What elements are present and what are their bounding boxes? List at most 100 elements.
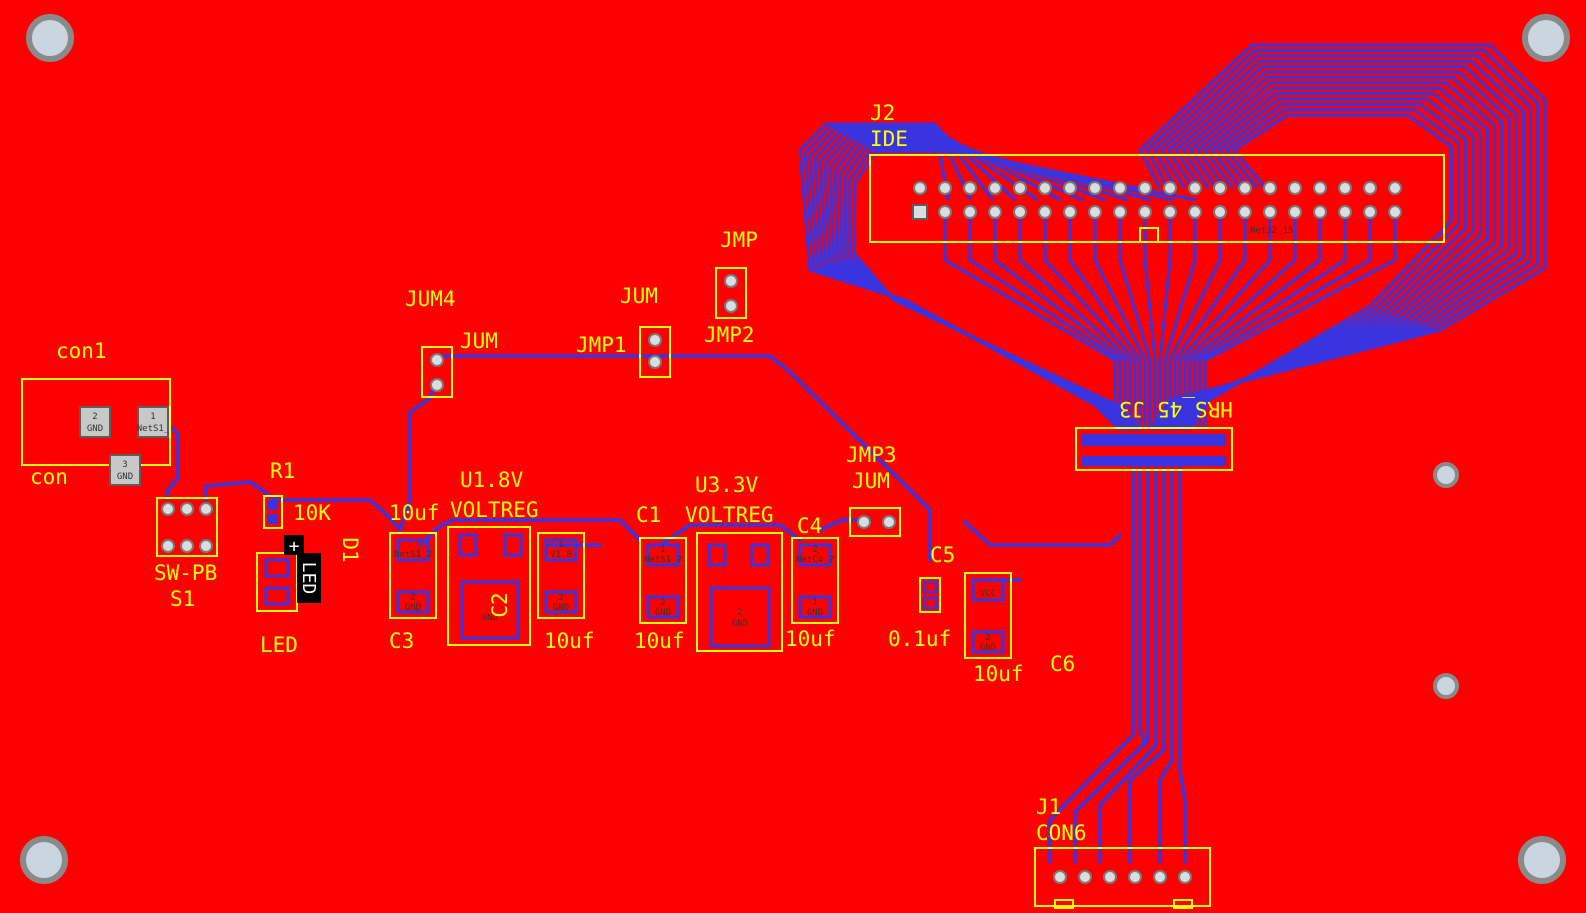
- j2-pin: [1363, 205, 1377, 219]
- jmp2-ref: JMP2: [704, 323, 755, 347]
- component-c6[interactable]: VCC 2 GND 10uf C6: [964, 572, 1075, 686]
- j2-pin: [1363, 181, 1377, 195]
- component-u3-3v[interactable]: 2 GND U3.3V VOLTREG: [685, 473, 783, 652]
- c6-pad2-num: 2: [985, 633, 990, 643]
- j2-pin: [1113, 181, 1127, 195]
- j2-pin: [1288, 205, 1302, 219]
- j2-pin: [1138, 181, 1152, 195]
- j2-ref: J2: [870, 101, 895, 125]
- j1-pin: [1103, 870, 1117, 884]
- j2-pin: [1213, 205, 1227, 219]
- con1-outline: [21, 378, 171, 466]
- c4-value: 10uf: [785, 627, 836, 651]
- c1-pad: [646, 543, 680, 567]
- jmp1-ref: JMP1: [576, 333, 627, 357]
- ide-bus-trace: [1198, 218, 1372, 430]
- c4-pad: [798, 595, 832, 619]
- jmp3-ref: JMP3: [846, 443, 897, 467]
- c6-net2: GND: [980, 643, 996, 653]
- u18-value: VOLTREG: [450, 498, 539, 522]
- c1-net2: GND: [655, 608, 671, 618]
- s1-value: SW-PB: [154, 561, 217, 585]
- u33-pad-num: 2: [737, 608, 742, 618]
- u18-pad: [458, 533, 478, 557]
- c1-outline: [639, 537, 687, 624]
- component-j1[interactable]: J1 CON6: [1034, 795, 1211, 909]
- s1-pin: [199, 539, 213, 553]
- cv18-pad2-num: 2: [558, 593, 563, 603]
- j1-value: CON6: [1036, 821, 1087, 845]
- j2-pin: [1288, 181, 1302, 195]
- component-jmp2[interactable]: JMP JMP2: [704, 228, 758, 347]
- j2-pin: [1313, 181, 1327, 195]
- j2-pin: [1013, 205, 1027, 219]
- ide-bus-traces-drops: [943, 218, 1397, 430]
- jmp1-value: JUM: [620, 284, 658, 308]
- con1-value: con: [30, 465, 68, 489]
- c1-pad: [646, 595, 680, 619]
- component-r1[interactable]: R1 10K: [263, 459, 331, 529]
- component-u1-8v[interactable]: GND C2 U1.8V VOLTREG: [447, 468, 539, 646]
- c3-outline: [389, 532, 437, 619]
- mounting-hole-small: [1433, 673, 1459, 699]
- j2-pin: [1388, 205, 1402, 219]
- con1-pad1-num: 1: [150, 412, 155, 422]
- component-c1[interactable]: 1 NetS1_2 2 GND C1 10uf: [634, 503, 687, 653]
- c6-pad: [971, 630, 1005, 654]
- c3-net2: GND: [405, 603, 421, 613]
- j2-pin: [988, 205, 1002, 219]
- d1-value: LED: [260, 633, 298, 657]
- con1-pad-3: [109, 454, 141, 486]
- j1-ref: J1: [1036, 795, 1061, 819]
- cv18-outline: [537, 532, 585, 619]
- jmp1-outline: [639, 326, 671, 378]
- c1-net1: NetS1_2: [644, 555, 682, 565]
- j2-pin: [1163, 181, 1177, 195]
- component-jmp1[interactable]: JUM JMP1: [576, 284, 671, 378]
- j2-pin: [913, 181, 927, 195]
- c1-value: 10uf: [634, 629, 685, 653]
- r1-pad: [268, 500, 278, 510]
- j2-pin: [1338, 205, 1352, 219]
- jmp3-value: JUM: [852, 469, 890, 493]
- s1-outline: [156, 497, 218, 557]
- component-c-v18[interactable]: 1 V1.8 2 GND 10uf: [537, 532, 595, 653]
- component-c4[interactable]: 2 NetC4_2 1 GND C4 10uf: [785, 514, 839, 651]
- u33-pad-net: GND: [732, 619, 748, 629]
- u18-ref: U1.8V: [460, 468, 524, 492]
- component-jmp3[interactable]: JMP3 JUM: [846, 443, 901, 537]
- component-con1[interactable]: 2 GND 1 NetS1_ 3 GND con1 con: [21, 339, 171, 489]
- component-c3[interactable]: NetS1_2 2 GND 10uf C3: [389, 501, 440, 653]
- j1-pin: [1178, 870, 1192, 884]
- c3-pad2-num: 2: [410, 593, 415, 603]
- d1-plus: +: [289, 536, 300, 557]
- mounting-holes: [20, 14, 1570, 884]
- component-j2[interactable]: J2 IDE NetJ2_15: [869, 101, 1445, 243]
- j2-pin: [938, 181, 952, 195]
- component-d1[interactable]: + LED D1 LED: [256, 535, 362, 657]
- j2-pin: [963, 181, 977, 195]
- u33-tab-pad: [709, 586, 771, 648]
- c6-value: 10uf: [973, 662, 1024, 686]
- ide-bus-trace: [852, 150, 1196, 432]
- ide-bus-trace: [968, 218, 1122, 430]
- ide-bus-trace: [1018, 218, 1132, 430]
- u33-ref: U3.3V: [695, 473, 759, 497]
- con1-pad3-net: GND: [117, 472, 133, 482]
- jmp2-outline: [715, 267, 747, 319]
- component-c5[interactable]: C5 0.1uf: [888, 543, 955, 651]
- ide-bus-trace: [1043, 218, 1137, 430]
- component-s1[interactable]: SW-PB S1: [154, 497, 218, 611]
- cv18-pad: [544, 538, 578, 562]
- c5-pad: [922, 596, 938, 610]
- ide-bus-trace: [1193, 218, 1347, 430]
- j2-pin: [988, 181, 1002, 195]
- r1-pad: [268, 514, 278, 524]
- cv18-pad: [544, 590, 578, 614]
- component-jum4[interactable]: JUM4 JUM: [405, 287, 498, 398]
- u18-tab-pad: [460, 580, 520, 640]
- j2-pin: [1088, 181, 1102, 195]
- c1-ref: C1: [636, 503, 661, 527]
- component-j3[interactable]: HRS_45 J3: [1075, 397, 1233, 471]
